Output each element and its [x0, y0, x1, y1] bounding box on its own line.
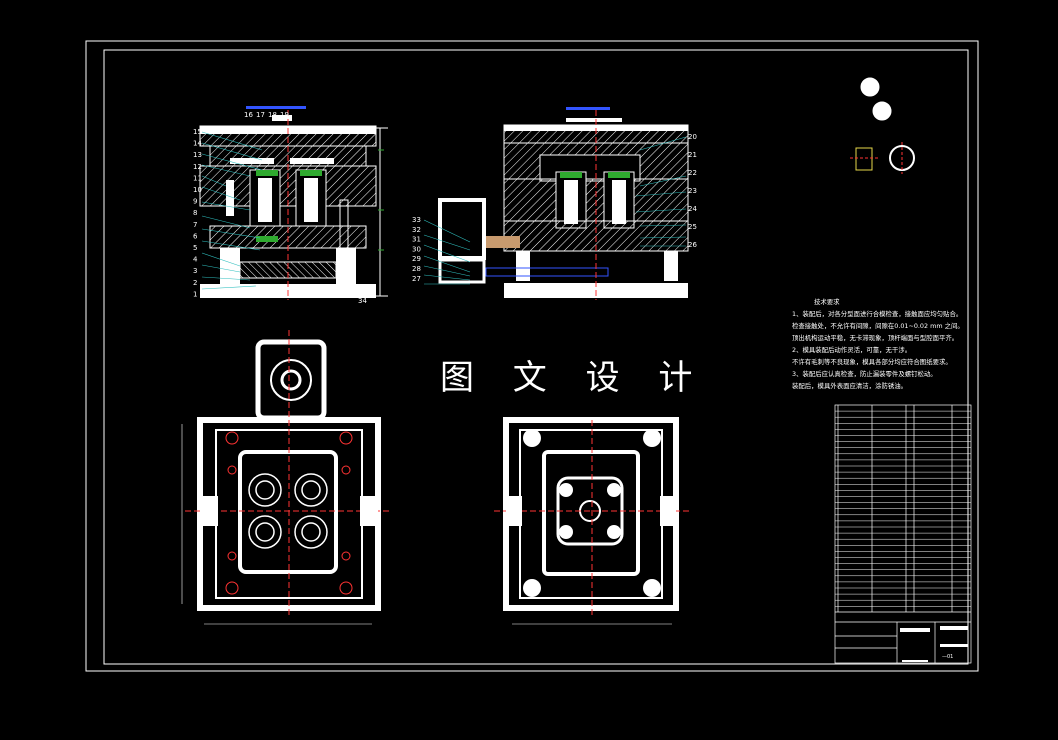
- outer-frame: [85, 40, 979, 672]
- front-section-view: [199, 106, 388, 300]
- part-label-26: 26: [688, 241, 697, 249]
- part-label-2: 2: [193, 279, 197, 287]
- part-label-1: 1: [193, 290, 197, 298]
- notes-line: 2、模具装配后动作灵活，可靠，无干涉。: [792, 346, 912, 354]
- part-label-25: 25: [688, 223, 697, 231]
- part-label-8: 8: [193, 209, 197, 217]
- part-label-18: 18: [268, 111, 277, 119]
- part-detail: [850, 77, 915, 174]
- part-label-32: 32: [412, 226, 421, 234]
- part-label-28: 28: [412, 265, 421, 273]
- part-label-4: 4: [193, 256, 198, 264]
- part-label-33: 33: [412, 216, 421, 224]
- part-labels-right: 20 21 22 23 24 25 26: [688, 133, 697, 249]
- notes-line: 3、装配后应认真检查，防止漏装零件及螺钉松动。: [792, 370, 937, 378]
- notes-title: 技术要求: [814, 298, 840, 306]
- part-label-11: 11: [193, 174, 202, 182]
- part-label-13: 13: [193, 151, 202, 159]
- inner-frame: [103, 49, 969, 665]
- part-label-7: 7: [193, 221, 197, 229]
- part-label-5: 5: [193, 244, 197, 252]
- part-label-14: 14: [193, 140, 202, 148]
- part-label-9: 9: [193, 198, 197, 206]
- part-label-10: 10: [193, 186, 202, 194]
- part-label-29: 29: [412, 255, 421, 263]
- notes-line: 顶出机构运动平稳，无卡滞现象，顶杆端面与型腔面平齐。: [792, 334, 959, 342]
- part-label-22: 22: [688, 169, 697, 177]
- part-label-16: 16: [244, 111, 253, 119]
- notes-line: 1、装配后，对各分型面进行合模检查，接触面应均匀贴合。: [792, 310, 963, 318]
- notes-line: 不许有毛刺等不良现象，模具各部分均应符合图纸要求。: [792, 358, 952, 366]
- part-label-27: 27: [412, 275, 421, 283]
- part-label-19: 19: [280, 111, 289, 119]
- part-label-30: 30: [412, 245, 421, 253]
- leader-lines: [201, 131, 687, 290]
- parts-list-rows: [835, 410, 971, 607]
- part-label-20: 20: [688, 133, 697, 141]
- part-label-21: 21: [688, 151, 697, 159]
- part-label-34: 34: [358, 297, 367, 305]
- plan-view-left: [181, 330, 392, 625]
- drawing-number: —01: [942, 654, 954, 660]
- part-label-23: 23: [688, 187, 697, 195]
- side-section-view: [438, 107, 689, 300]
- watermark-text: 图 文 设 计: [440, 358, 707, 398]
- part-label-12: 12: [193, 163, 202, 171]
- part-label-3: 3: [193, 267, 197, 275]
- part-label-24: 24: [688, 205, 697, 213]
- plan-view-right: [494, 417, 690, 625]
- part-label-17: 17: [256, 111, 265, 119]
- part-label-31: 31: [412, 236, 421, 244]
- parts-list-table: [834, 404, 972, 664]
- part-label-6: 6: [193, 232, 198, 240]
- notes-line: 装配后，模具外表面应清洁，涂防锈油。: [792, 382, 908, 390]
- part-labels-left: 15 14 13 12 11 10 9 8 7 6 5 4 3 2 1: [193, 128, 202, 298]
- notes-line: 检查接触处，不允许有间隙，间隙在0.01~0.02 mm 之间。: [792, 322, 964, 330]
- part-label-15: 15: [193, 128, 202, 136]
